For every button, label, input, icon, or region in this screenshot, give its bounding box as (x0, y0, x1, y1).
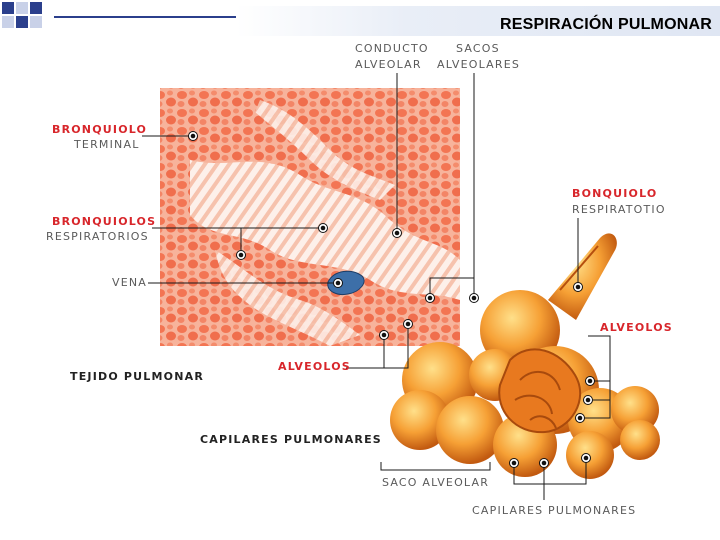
label-alveolares: ALVEOLARES (437, 57, 520, 73)
label-sacos: SACOS (456, 41, 500, 57)
label-bronquiolo: BRONQUIOLO (52, 122, 147, 138)
label-alveolos-right: ALVEOLOS (600, 320, 673, 336)
label-respiratotio: RESPIRATOTIO (572, 202, 666, 218)
label-bronquiolos: BRONQUIOLOS (52, 214, 156, 230)
label-alveolar: ALVEOLAR (355, 57, 422, 73)
lung-tissue-block (160, 88, 460, 346)
label-tejido-pulmonar: TEJIDO PULMONAR (70, 369, 204, 385)
label-saco-alveolar: SACO ALVEOLAR (382, 475, 489, 491)
label-conducto: CONDUCTO (355, 41, 429, 57)
label-bonquiolo: BONQUIOLO (572, 186, 657, 202)
label-respiratorios: RESPIRATORIOS (46, 229, 149, 245)
label-capilares-left: CAPILARES PULMONARES (200, 432, 382, 448)
label-alveolos-left: ALVEOLOS (278, 359, 351, 375)
label-capilares-bottom: CAPILARES PULMONARES (472, 503, 636, 519)
label-terminal: TERMINAL (74, 137, 140, 153)
label-vena: VENA (112, 275, 147, 291)
